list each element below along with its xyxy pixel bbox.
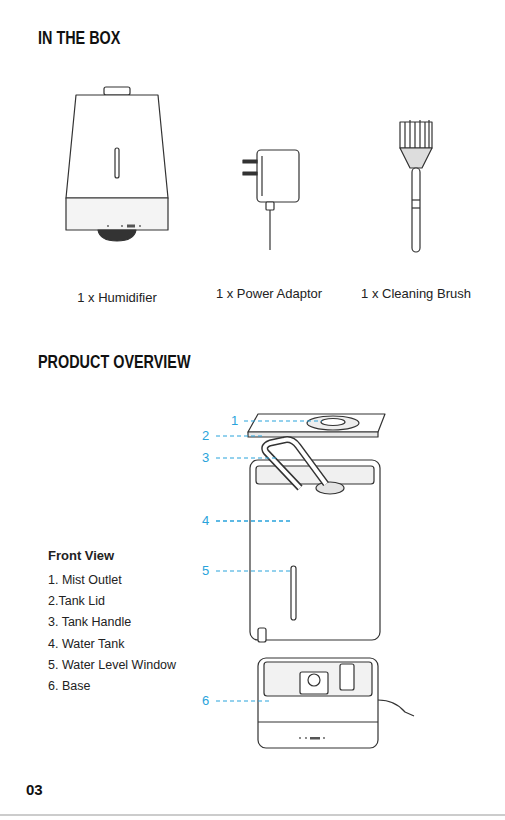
water-tank-drawing-part	[316, 482, 344, 494]
base-drawing	[258, 658, 414, 748]
humidifier-drawing-part	[107, 225, 141, 228]
humidifier-drawing-part	[115, 148, 119, 178]
leader-lines-part	[216, 436, 262, 437]
power-adaptor-drawing-part	[269, 210, 270, 250]
power-adaptor-drawing-part	[261, 156, 262, 196]
power-adaptor-drawing	[243, 150, 299, 250]
power-adaptor-drawing-part	[243, 172, 257, 175]
part-list-item: 3. Tank Handle	[48, 614, 131, 630]
humidifier-drawing-part-part	[121, 225, 123, 227]
base-drawing-part	[264, 662, 372, 696]
water-tank-drawing-part	[258, 628, 266, 642]
item-caption: 1 x Humidifier	[77, 290, 156, 306]
base-drawing-part	[308, 674, 320, 686]
base-drawing-part	[258, 721, 378, 722]
power-adaptor-drawing-part	[266, 202, 274, 210]
tank-handle-drawing-part	[265, 440, 326, 488]
humidifier-drawing-part	[104, 87, 130, 95]
callout-number: 5	[202, 563, 209, 579]
tank-handle-drawing	[265, 440, 326, 488]
part-list-item: 4. Water Tank	[48, 636, 124, 652]
cleaning-brush-drawing	[400, 120, 432, 252]
humidifier-drawing-part	[66, 198, 168, 230]
base-drawing-part-part	[305, 737, 307, 739]
leader-lines-part	[216, 520, 292, 522]
base-drawing-part-part	[323, 737, 325, 739]
cleaning-brush-drawing-part	[412, 207, 420, 208]
tank-lid-drawing	[248, 414, 385, 437]
callout-number: 4	[202, 513, 209, 529]
callout-number: 3	[202, 450, 209, 466]
tank-handle-drawing-part	[265, 440, 326, 488]
base-drawing-part	[258, 658, 378, 748]
section-heading: PRODUCT OVERVIEW	[38, 354, 191, 370]
humidifier-drawing-part-part	[107, 225, 109, 227]
tank-lid-drawing-part	[248, 414, 385, 432]
cleaning-brush-drawing-part	[400, 148, 432, 168]
base-drawing-part	[299, 737, 325, 740]
humidifier-drawing-part-part	[139, 225, 141, 227]
humidifier-drawing-part	[66, 95, 168, 198]
power-adaptor-drawing-part	[257, 150, 299, 202]
part-list-item: 2.Tank Lid	[48, 593, 105, 609]
callout-number: 2	[202, 428, 209, 444]
water-tank-drawing-part	[291, 566, 296, 620]
base-drawing-part	[378, 700, 414, 716]
cleaning-brush-drawing-part	[412, 168, 420, 252]
section-heading: IN THE BOX	[38, 30, 120, 46]
leader-lines	[216, 421, 322, 701]
water-tank-drawing-part	[250, 460, 380, 640]
part-list-item: 5. Water Level Window	[48, 657, 176, 673]
callout-number: 6	[202, 693, 209, 709]
page-rule	[0, 815, 505, 816]
item-caption: 1 x Cleaning Brush	[361, 286, 471, 302]
part-list-item: 6. Base	[48, 678, 90, 694]
leader-lines-part	[216, 571, 290, 572]
tank-lid-drawing-part	[321, 419, 345, 426]
power-adaptor-drawing-part	[243, 160, 257, 163]
tank-lid-drawing-part	[248, 432, 378, 437]
humidifier-drawing-part	[98, 230, 136, 241]
cleaning-brush-drawing-part	[412, 199, 420, 200]
humidifier-drawing	[66, 87, 168, 241]
base-drawing-part-part	[299, 737, 301, 739]
water-tank-drawing	[250, 460, 380, 642]
base-drawing-part-part	[310, 737, 320, 740]
item-caption: 1 x Power Adaptor	[216, 286, 322, 302]
part-list-item: 1. Mist Outlet	[48, 572, 122, 588]
leader-lines-part	[244, 421, 322, 422]
callout-number: 1	[231, 413, 238, 429]
leader-lines-part	[216, 458, 278, 459]
base-drawing-part	[300, 672, 328, 694]
page-number: 03	[26, 782, 43, 798]
tank-lid-drawing-part	[307, 416, 359, 430]
cleaning-brush-drawing-part	[405, 120, 429, 148]
base-drawing-part	[340, 664, 354, 690]
humidifier-drawing-part-part	[127, 225, 135, 228]
leader-lines-part	[216, 701, 272, 702]
list-heading: Front View	[48, 548, 114, 564]
